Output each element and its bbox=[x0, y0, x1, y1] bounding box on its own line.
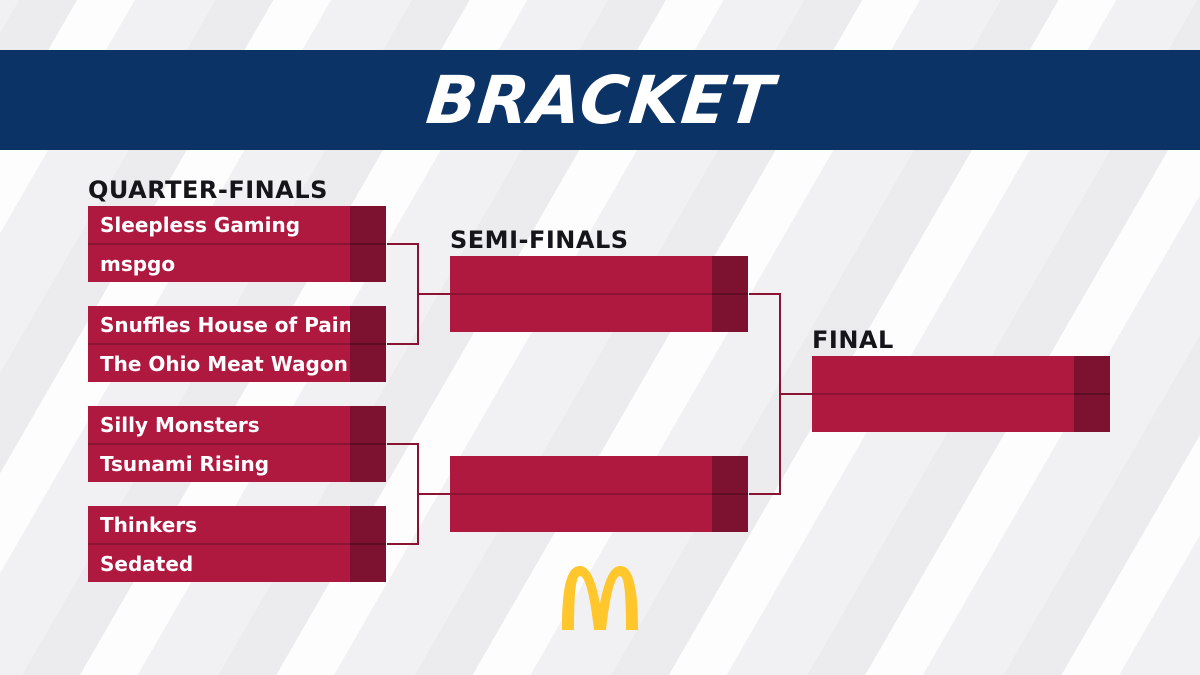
team-slot: Thinkers bbox=[88, 506, 350, 545]
team-name: The Ohio Meat Wagon bbox=[100, 351, 348, 376]
team-slot-empty bbox=[450, 495, 712, 532]
connector-qf3-sf2 bbox=[387, 443, 450, 495]
team-name: Thinkers bbox=[100, 512, 198, 537]
round-label-quarterfinals: QUARTER-FINALS bbox=[88, 176, 328, 204]
score-box bbox=[350, 545, 386, 582]
final-match bbox=[812, 356, 1110, 432]
header-banner: BRACKET bbox=[0, 50, 1200, 150]
team-name: Silly Monsters bbox=[100, 412, 260, 437]
quarterfinal-match-3: Silly Monsters Tsunami Rising bbox=[88, 406, 386, 482]
team-slot-empty bbox=[450, 456, 712, 495]
score-box bbox=[712, 495, 748, 532]
score-box bbox=[1074, 356, 1110, 395]
connector-sf2-final bbox=[749, 394, 781, 495]
connector-qf2-sf1 bbox=[387, 294, 419, 345]
semifinal-match-2 bbox=[450, 456, 748, 532]
team-slot: The Ohio Meat Wagon bbox=[88, 345, 350, 382]
team-slot-empty bbox=[450, 295, 712, 332]
score-box bbox=[712, 256, 748, 295]
team-slot: mspgo bbox=[88, 245, 350, 282]
golden-arches-icon bbox=[562, 566, 638, 630]
semifinal-match-1 bbox=[450, 256, 748, 332]
score-box bbox=[350, 406, 386, 445]
quarterfinal-match-4: Thinkers Sedated bbox=[88, 506, 386, 582]
score-box bbox=[1074, 395, 1110, 432]
team-name: Tsunami Rising bbox=[100, 451, 270, 476]
score-box bbox=[712, 456, 748, 495]
score-box bbox=[350, 245, 386, 282]
team-slot: Snuffles House of Pain bbox=[88, 306, 353, 345]
connector-qf1-sf1 bbox=[387, 243, 450, 295]
connector-sf1-final bbox=[749, 293, 812, 395]
score-box bbox=[350, 445, 386, 482]
connector-qf4-sf2 bbox=[387, 494, 419, 545]
team-slot-empty bbox=[812, 356, 1074, 395]
score-box bbox=[350, 206, 386, 245]
team-slot-empty bbox=[812, 395, 1074, 432]
page-title: BRACKET bbox=[422, 61, 778, 139]
team-slot: Silly Monsters bbox=[88, 406, 350, 445]
round-label-final: FINAL bbox=[812, 326, 894, 354]
team-name: Snuffles House of Pain bbox=[100, 312, 353, 337]
score-box bbox=[712, 295, 748, 332]
score-box bbox=[350, 345, 386, 382]
team-slot-empty bbox=[450, 256, 712, 295]
score-box bbox=[350, 506, 386, 545]
round-label-semifinals: SEMI-FINALS bbox=[450, 226, 629, 254]
team-slot: Sedated bbox=[88, 545, 350, 582]
team-name: Sleepless Gaming bbox=[100, 212, 301, 237]
score-box bbox=[350, 306, 386, 345]
team-name: Sedated bbox=[100, 551, 194, 576]
team-slot: Tsunami Rising bbox=[88, 445, 350, 482]
team-name: mspgo bbox=[100, 251, 176, 276]
quarterfinal-match-1: Sleepless Gaming mspgo bbox=[88, 206, 386, 282]
quarterfinal-match-2: Snuffles House of Pain The Ohio Meat Wag… bbox=[88, 306, 386, 382]
team-slot: Sleepless Gaming bbox=[88, 206, 350, 245]
